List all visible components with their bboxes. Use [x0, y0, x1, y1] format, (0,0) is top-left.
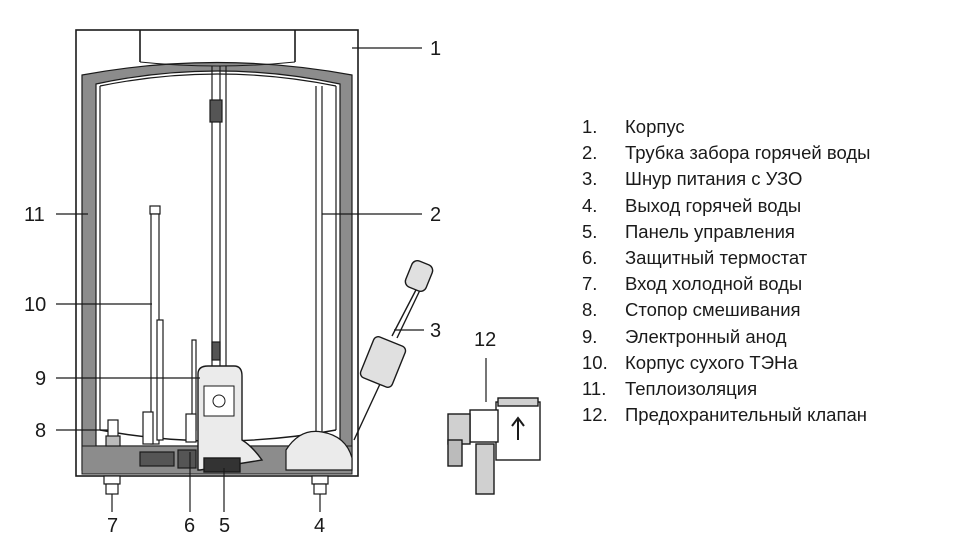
legend-item-number: 7. — [582, 273, 598, 295]
callout-7: 7 — [107, 515, 118, 537]
control-panel — [197, 365, 264, 473]
leader-lines — [56, 47, 487, 512]
legend-item-number: 8. — [582, 299, 598, 321]
legend-item-label: Панель управления — [625, 220, 795, 242]
legend-item-number: 10. — [582, 351, 608, 373]
legend-item: 5. Панель управления — [582, 219, 870, 245]
legend-item-label: Предохранительный клапан — [625, 404, 867, 426]
bottom-fittings — [103, 449, 329, 495]
legend-item: 12. Предохранительный клапан — [582, 402, 870, 428]
central-wiring — [209, 66, 227, 372]
legend-item-number: 2. — [582, 142, 598, 164]
legend-item-number: 1. — [582, 116, 598, 137]
callout-4: 4 — [314, 515, 325, 537]
callout-5: 5 — [219, 515, 230, 537]
mixing-stopper — [105, 419, 121, 447]
legend-item: 1. Корпус — [582, 114, 870, 140]
legend-item-label: Шнур питания с УЗО — [625, 168, 803, 190]
legend-item-number: 12. — [582, 404, 608, 426]
legend-item: 4. Выход горячей воды — [582, 193, 870, 219]
callout-12: 12 — [474, 329, 496, 351]
callout-labels: 1 2 3 4 5 6 7 8 9 10 11 12 — [24, 38, 496, 537]
legend-item: 2. Трубка забора горячей воды — [582, 140, 870, 166]
callout-3: 3 — [430, 320, 441, 342]
legend-item: 11. Теплоизоляция — [582, 376, 870, 402]
legend-item: 10. Корпус сухого ТЭНа — [582, 350, 870, 376]
legend-item-label: Защитный термостат — [625, 247, 808, 269]
callout-11: 11 — [24, 204, 45, 226]
legend-item-label: Корпус — [625, 116, 685, 137]
parts-legend: 1. Корпус 2. Трубка забора горячей воды 3.… — [582, 114, 870, 428]
legend-item-label: Трубка забора горячей воды — [625, 142, 871, 164]
legend-item-label: Выход горячей воды — [625, 194, 802, 216]
callout-2: 2 — [430, 204, 441, 226]
legend-item-label: Вход холодной воды — [625, 273, 803, 295]
safety-valve — [447, 397, 541, 495]
callout-6: 6 — [184, 515, 195, 537]
callout-10: 10 — [24, 294, 46, 316]
legend-item: 3. Шнур питания с УЗО — [582, 166, 870, 192]
callout-1: 1 — [430, 38, 441, 60]
outlet-dome — [285, 430, 353, 471]
legend-item: 8. Стопор смешивания — [582, 297, 870, 323]
legend-item-label: Корпус сухого ТЭНа — [625, 351, 798, 373]
legend-item-number: 3. — [582, 168, 598, 190]
legend-item-number: 5. — [582, 220, 598, 242]
legend-item: 7. Вход холодной воды — [582, 271, 870, 297]
legend-item-number: 11. — [582, 378, 607, 400]
callout-9: 9 — [35, 368, 46, 390]
legend-item-label: Теплоизоляция — [625, 378, 758, 400]
power-cord-rcd — [353, 260, 434, 441]
callout-8: 8 — [35, 420, 46, 442]
legend-item-label: Электронный анод — [625, 325, 787, 347]
legend-item-label: Стопор смешивания — [625, 299, 801, 321]
legend-item-number: 9. — [582, 325, 598, 347]
legend-item-number: 4. — [582, 194, 598, 216]
dry-heater-casing — [142, 205, 161, 445]
legend-item-number: 6. — [582, 247, 598, 269]
legend-item: 9. Электронный анод — [582, 324, 870, 350]
electronic-anode — [156, 319, 197, 443]
legend-item: 6. Защитный термостат — [582, 245, 870, 271]
